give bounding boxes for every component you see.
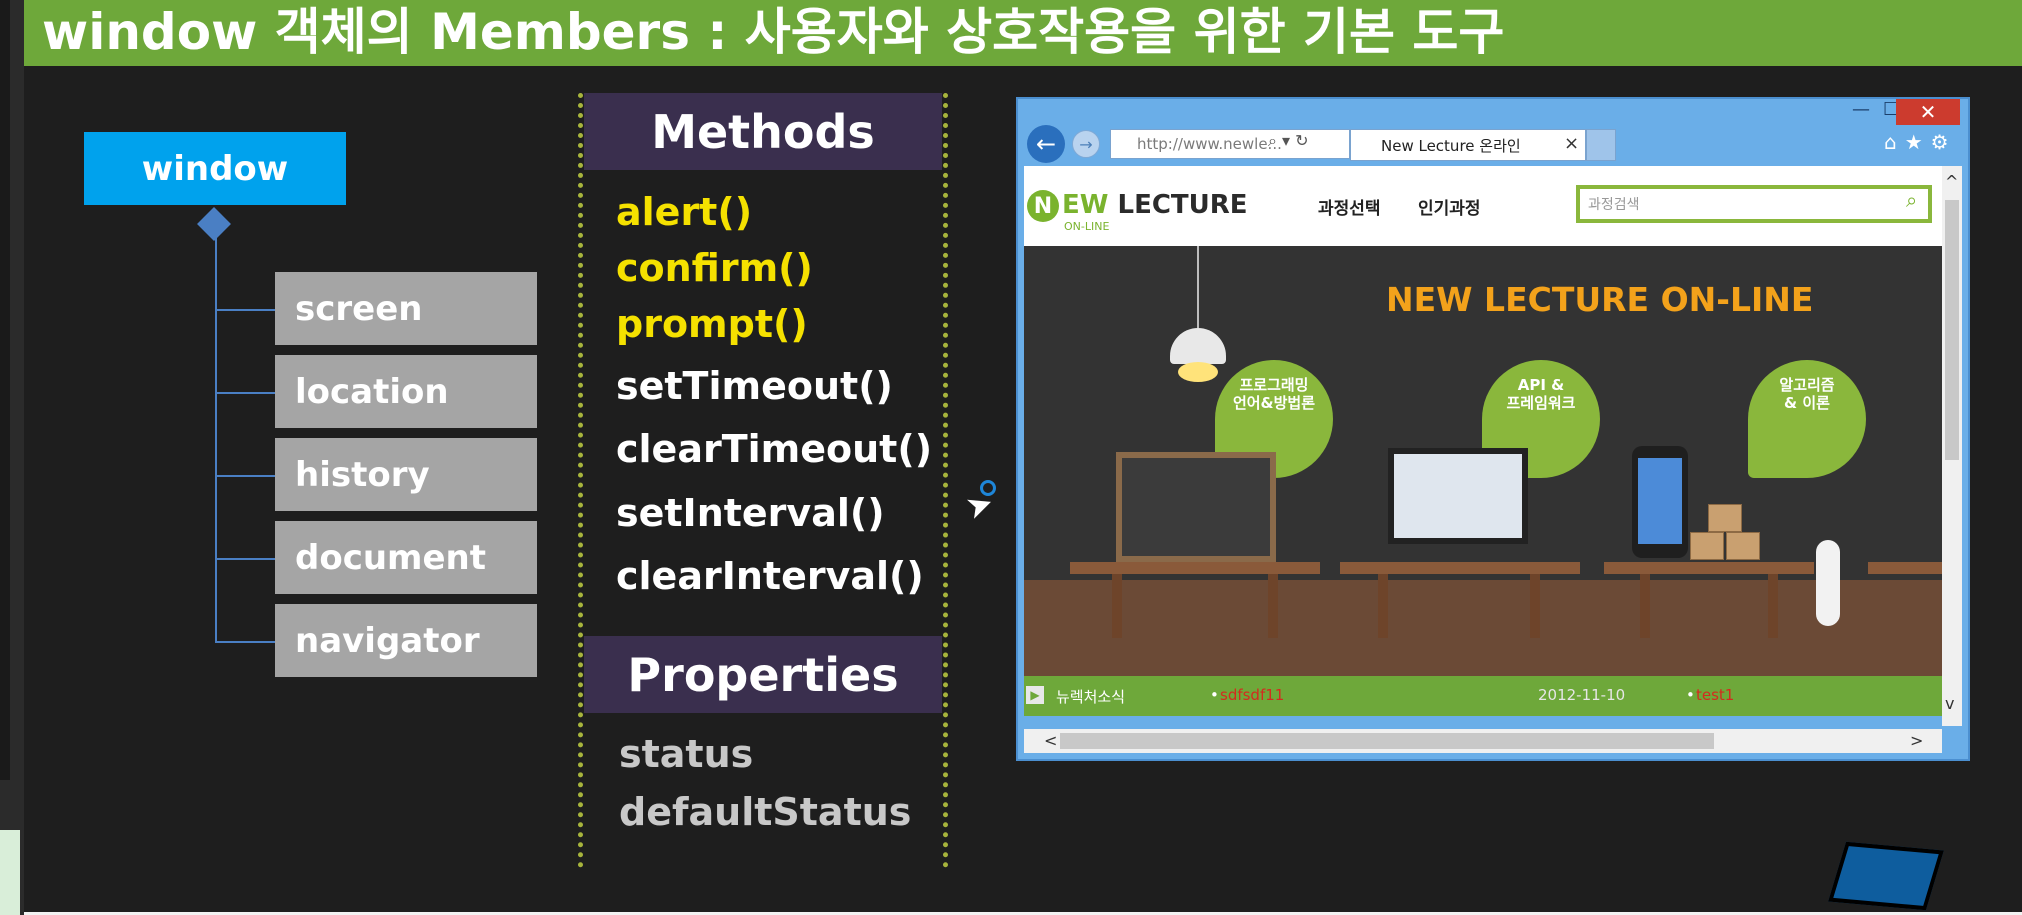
method-cleartimeout: clearTimeout() <box>616 427 933 471</box>
close-icon[interactable]: ✕ <box>1896 99 1960 125</box>
slide-title: window 객체의 Members : 사용자와 상호작용을 위한 기본 도구 <box>42 3 1505 61</box>
scroll-up-icon[interactable]: ^ <box>1945 172 1959 191</box>
table-leg <box>1378 574 1388 638</box>
methods-header: Methods <box>584 93 942 170</box>
hero-floor <box>1024 580 1942 676</box>
corner-logo-icon <box>1828 841 1944 911</box>
tree-child-navigator: navigator <box>275 604 537 677</box>
box-image <box>1690 532 1724 560</box>
news-item-1[interactable]: sdfsdf11 <box>1220 686 1285 704</box>
news-bullet: • <box>1210 686 1219 704</box>
vase-image <box>1816 540 1840 626</box>
search-refresh-icon[interactable]: ⌕ ▾ ↻ <box>1268 131 1309 150</box>
gutter-light-strip <box>0 830 20 915</box>
tree-child-document: document <box>275 521 537 594</box>
property-status: status <box>619 732 754 776</box>
vertical-scroll-thumb[interactable] <box>1945 200 1959 460</box>
news-date: 2012-11-10 <box>1538 686 1626 704</box>
bottom-divider <box>24 912 2022 915</box>
table-image <box>1070 562 1320 574</box>
tree-child-history: history <box>275 438 537 511</box>
tree-connector <box>215 558 275 560</box>
properties-header: Properties <box>584 636 942 713</box>
site-logo-text[interactable]: EW LECTURE <box>1062 190 1248 220</box>
tab-close-icon[interactable]: × <box>1564 133 1580 154</box>
horizontal-scroll-thumb[interactable] <box>1060 733 1714 749</box>
browser-tab[interactable]: New Lecture 온라인 <box>1350 129 1586 161</box>
nav-course-select[interactable]: 과정선택 <box>1318 199 1381 219</box>
method-clearinterval: clearInterval() <box>616 554 924 598</box>
address-bar[interactable]: http://www.newle... <box>1110 129 1350 159</box>
news-bar <box>1024 676 1942 716</box>
search-icon[interactable]: ⌕ <box>1906 188 1918 212</box>
table-leg <box>1268 574 1278 638</box>
box-image <box>1708 504 1742 532</box>
method-prompt: prompt() <box>616 302 808 346</box>
tree-child-location: location <box>275 355 537 428</box>
tree-child-screen: screen <box>275 272 537 345</box>
forward-arrow-icon[interactable]: → <box>1072 130 1100 158</box>
method-setinterval: setInterval() <box>616 491 885 535</box>
monitor-image <box>1388 448 1528 544</box>
logo-ew: EW <box>1062 190 1109 220</box>
logo-subtitle: ON-LINE <box>1064 220 1110 233</box>
table-image <box>1604 562 1814 574</box>
news-bullet: • <box>1686 686 1695 704</box>
phone-screen <box>1638 458 1682 544</box>
gutter-dark-strip <box>0 0 10 780</box>
left-gutter <box>0 0 24 915</box>
play-icon[interactable]: ▶ <box>1026 686 1044 704</box>
tree-connector <box>215 392 275 394</box>
home-star-gear-icon[interactable]: ⌂★⚙ <box>1884 130 1957 154</box>
scroll-left-icon[interactable]: < <box>1044 731 1058 750</box>
maximize-icon[interactable]: ☐ <box>1883 99 1900 120</box>
tree-connector <box>215 641 275 643</box>
scroll-right-icon[interactable]: > <box>1910 731 1924 750</box>
busy-cursor-icon <box>980 480 996 496</box>
chalkboard-image <box>1116 452 1276 562</box>
back-arrow-icon[interactable]: ← <box>1027 125 1065 163</box>
course-search-input[interactable]: 과정검색 <box>1576 185 1932 223</box>
table-leg <box>1768 574 1778 638</box>
members-panel <box>578 93 948 868</box>
method-settimeout: setTimeout() <box>616 364 893 408</box>
table-image <box>1340 562 1580 574</box>
logo-lecture: LECTURE <box>1117 190 1248 220</box>
leaf-algorithm[interactable]: 알고리즘 & 이론 <box>1748 360 1866 478</box>
method-confirm: confirm() <box>616 246 813 290</box>
window-root-box: window <box>84 132 346 205</box>
method-alert: alert() <box>616 190 753 234</box>
tree-connector <box>215 475 275 477</box>
news-label: 뉴렉처소식 <box>1056 688 1126 706</box>
tree-vertical-line <box>215 234 217 642</box>
table-image <box>1868 562 1942 574</box>
box-image <box>1726 532 1760 560</box>
hero-title: NEW LECTURE ON-LINE <box>1386 280 1814 319</box>
nav-popular-course[interactable]: 인기과정 <box>1418 199 1481 219</box>
tree-connector <box>215 309 275 311</box>
table-leg <box>1640 574 1650 638</box>
table-leg <box>1112 574 1122 638</box>
title-bar <box>24 0 2022 66</box>
lamp-cord <box>1197 246 1199 328</box>
lamp-glow <box>1178 362 1218 382</box>
scroll-down-icon[interactable]: v <box>1945 694 1955 713</box>
news-item-2[interactable]: test1 <box>1696 686 1735 704</box>
site-logo-icon[interactable]: N <box>1027 190 1059 222</box>
table-leg <box>1530 574 1540 638</box>
new-tab-button[interactable] <box>1586 129 1616 161</box>
minimize-icon[interactable]: — <box>1852 99 1870 120</box>
property-defaultstatus: defaultStatus <box>619 790 912 834</box>
